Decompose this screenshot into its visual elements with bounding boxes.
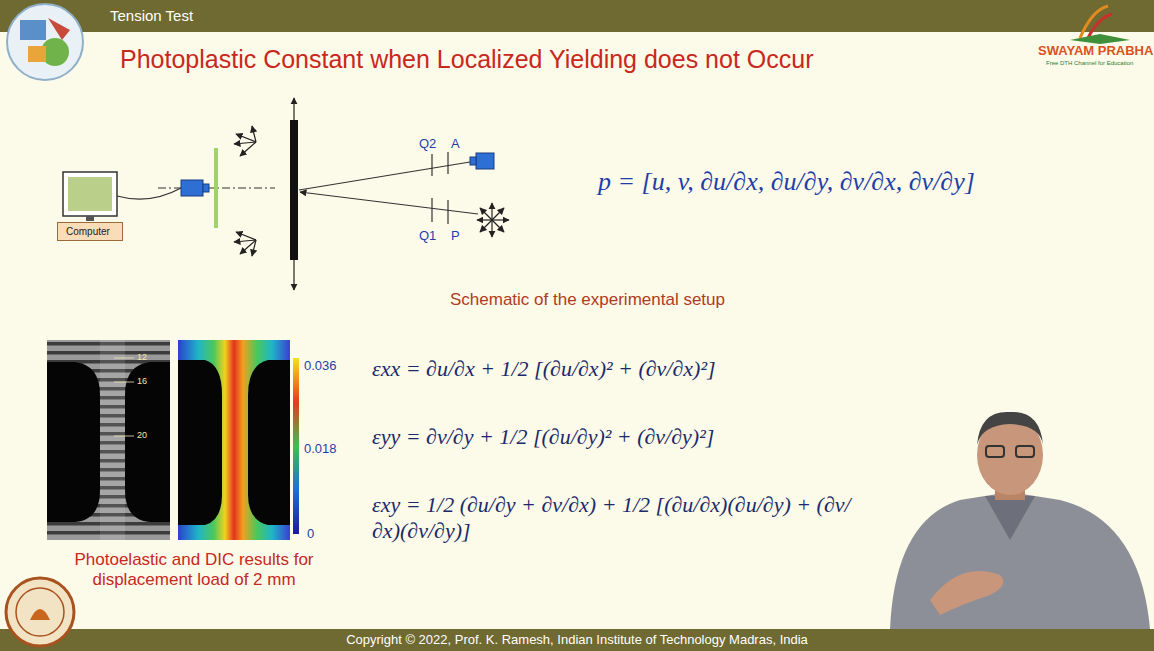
camera-cable-part: [117, 188, 181, 199]
white-light-sources-part: [236, 232, 256, 240]
iitm-logo-part: [6, 578, 74, 646]
dic-camera-part: [214, 148, 218, 228]
presenter-part: [930, 571, 1003, 615]
figure-note: Photoelastic and DIC results for displac…: [48, 550, 340, 591]
dic-strain-map-part: [248, 360, 290, 525]
light-source-part: [480, 208, 492, 220]
dic-strain-map-part: [293, 358, 299, 534]
top-bar: [0, 0, 1154, 32]
optic-label: Q2: [419, 136, 436, 152]
polariscope-camera-part: [470, 157, 476, 165]
light-source-part: [477, 219, 492, 220]
optical-path-part: [431, 154, 432, 176]
slide-title: Photoplastic Constant when Localized Yie…: [120, 44, 813, 74]
dic-strain-map-part: [178, 340, 290, 540]
iitm-logo: [6, 578, 74, 646]
specimen: [290, 98, 298, 290]
presenter-part: [985, 496, 1035, 540]
colorbar-value: 0: [307, 526, 314, 542]
top-bar-part: [0, 0, 1154, 32]
photoelastic-fringe-image-part: [114, 358, 134, 359]
white-light-sources-part: [252, 240, 256, 256]
optic-label: P: [451, 228, 460, 244]
light-source-part: [492, 220, 504, 232]
computer-box: Computer: [57, 222, 123, 241]
colorbar-value: 0.018: [304, 441, 337, 457]
optic-label: A: [451, 136, 460, 152]
photoelastic-fringe-image-part: [125, 362, 170, 522]
optic-label: Q1: [419, 228, 436, 244]
dic-camera: [158, 148, 275, 228]
copyright-text: Copyright © 2022, Prof. K. Ramesh, India…: [0, 632, 1154, 648]
photoelastic-fringe-image: [47, 340, 170, 540]
dic-strain-map-part: [178, 360, 222, 525]
specimen-part: [290, 120, 298, 260]
presenter-part: [890, 492, 1150, 629]
photoelastic-fringe-image-part: [100, 340, 125, 540]
optical-path-part: [447, 152, 448, 174]
parameter-vector: p = [u, v, ∂u/∂x, ∂u/∂y, ∂v/∂x, ∂v/∂y]: [598, 166, 975, 197]
monitor: [63, 172, 117, 221]
fringe-order: 20: [137, 430, 147, 441]
colorbar-value: 0.036: [304, 358, 337, 374]
light-source-part: [491, 220, 492, 237]
swayam-prabha-logo: [1070, 6, 1130, 44]
optical-path-part: [299, 162, 470, 190]
white-light-sources-part: [234, 142, 256, 144]
light-source-part: [492, 219, 509, 220]
strain-equation: εxx = ∂u/∂x + 1/2 [(∂u/∂x)² + (∂v/∂x)²]: [372, 356, 716, 382]
polariscope-camera: [470, 153, 494, 169]
course-logo-part: [48, 18, 70, 40]
channel-tagline: Free DTH Channel for Education: [1046, 60, 1133, 67]
white-light-sources-part: [240, 142, 256, 156]
monitor-part: [63, 172, 117, 216]
strain-equation: εyy = ∂v/∂y + 1/2 [(∂u/∂y)² + (∂v/∂y)²]: [372, 424, 714, 450]
white-light-sources: [234, 126, 256, 256]
camera-cable: [117, 188, 181, 199]
dic-strain-map: [178, 340, 299, 540]
optical-path: [299, 152, 478, 224]
figure-caption: Schematic of the experimental setup: [450, 290, 725, 310]
dic-camera-part: [181, 180, 203, 196]
swayam-prabha-logo-part: [1070, 34, 1130, 44]
photoelastic-fringe-image-part: [47, 362, 100, 522]
presenter-part: [986, 446, 1004, 457]
photoelastic-fringe-image-part: [47, 340, 170, 540]
monitor-part: [86, 216, 94, 221]
fringe-order: 16: [137, 376, 147, 387]
course-logo: [7, 4, 83, 80]
node-text: Computer: [66, 226, 114, 237]
dic-camera-part: [203, 184, 209, 192]
white-light-sources-part: [252, 126, 256, 142]
white-light-sources-part: [236, 134, 256, 142]
light-source-part: [492, 208, 504, 220]
swayam-prabha-logo-part: [1080, 6, 1108, 38]
polariscope-camera-part: [476, 153, 494, 169]
bottom-bar: [0, 629, 1154, 651]
monitor-part: [68, 177, 112, 211]
presenter-part: [977, 412, 1043, 445]
course-logo-part: [20, 20, 46, 40]
course-logo-part: [28, 46, 46, 62]
light-source: [477, 203, 509, 237]
fringe-order: 12: [137, 352, 147, 363]
light-source-part: [491, 203, 492, 220]
presenter-part: [1016, 446, 1034, 457]
bottom-bar-part: [0, 629, 1154, 651]
light-source-part: [480, 220, 492, 232]
iitm-logo-part: [16, 588, 64, 636]
iitm-logo-part: [30, 609, 50, 620]
optical-path-part: [447, 200, 448, 224]
white-light-sources-part: [234, 240, 256, 242]
optical-path-part: [431, 198, 432, 222]
photoelastic-fringe-image-part: [114, 436, 134, 437]
optical-path-part: [300, 192, 478, 214]
header-text: Tension Test: [110, 7, 193, 25]
course-logo-part: [7, 4, 83, 80]
strain-equation: εxy = 1/2 (∂u/∂y + ∂v/∂x) + 1/2 [(∂u/∂x)…: [372, 492, 872, 545]
presenter: [890, 412, 1150, 629]
channel-name: SWAYAM PRABHA: [1038, 43, 1153, 59]
photoelastic-fringe-image-part: [114, 382, 134, 383]
